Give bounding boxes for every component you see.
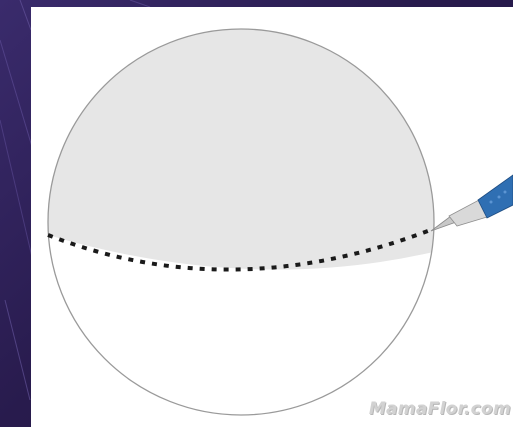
slide-content-panel: MamaFlor.com xyxy=(31,7,513,427)
watermark-text: MamaFlor.com xyxy=(369,399,511,419)
sphere-illustration xyxy=(31,7,513,427)
paintbrush-icon xyxy=(431,175,513,231)
sphere-shaded-upper-half xyxy=(31,7,513,270)
